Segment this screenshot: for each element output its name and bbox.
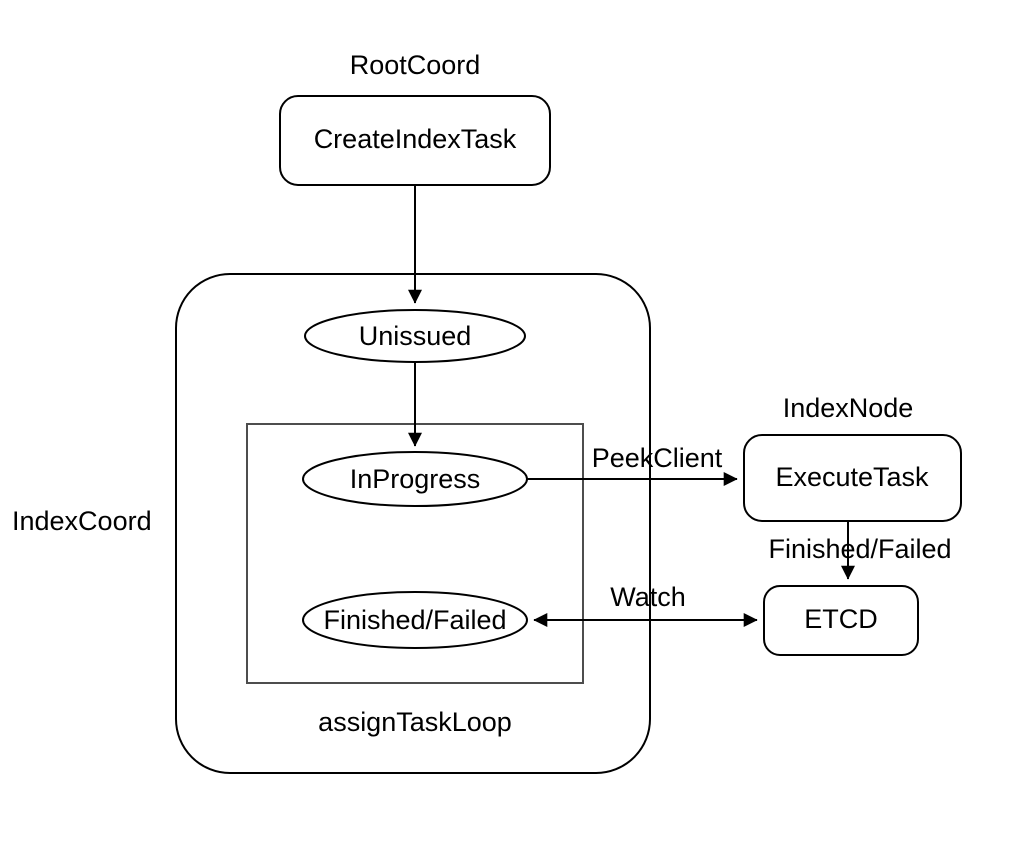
node-inprogress[interactable]: InProgress <box>302 451 528 507</box>
node-execute-task[interactable]: ExecuteTask <box>743 434 962 522</box>
edge-label-peekclient: PeekClient <box>592 443 723 473</box>
edge-label-finished-failed: Finished/Failed <box>768 534 951 564</box>
node-shape-create-index-task[interactable] <box>279 95 551 186</box>
node-label-finished-failed: Finished/Failed <box>323 605 506 635</box>
edge-label-watch: Watch <box>610 582 686 612</box>
node-finished-failed[interactable]: Finished/Failed <box>302 591 528 649</box>
node-shape-finished-failed[interactable] <box>302 591 528 649</box>
node-label-create-index-task: CreateIndexTask <box>314 124 517 154</box>
node-shape-etcd[interactable] <box>763 585 919 656</box>
node-shape-unissued[interactable] <box>304 309 526 363</box>
group-label-rootcoord: RootCoord <box>350 50 481 80</box>
group-label-indexcoord: IndexCoord <box>12 506 152 536</box>
group-label-assigntaskloop: assignTaskLoop <box>318 707 512 737</box>
node-create-index-task[interactable]: CreateIndexTask <box>279 95 551 186</box>
node-unissued[interactable]: Unissued <box>304 309 526 363</box>
node-label-execute-task: ExecuteTask <box>775 462 929 492</box>
node-etcd[interactable]: ETCD <box>763 585 919 656</box>
group-container-indexcoord <box>175 273 651 774</box>
node-label-unissued: Unissued <box>359 321 472 351</box>
node-shape-execute-task[interactable] <box>743 434 962 522</box>
group-label-indexnode: IndexNode <box>783 393 914 423</box>
node-shape-inprogress[interactable] <box>302 451 528 507</box>
node-label-inprogress: InProgress <box>350 464 481 494</box>
node-label-etcd: ETCD <box>804 604 878 634</box>
